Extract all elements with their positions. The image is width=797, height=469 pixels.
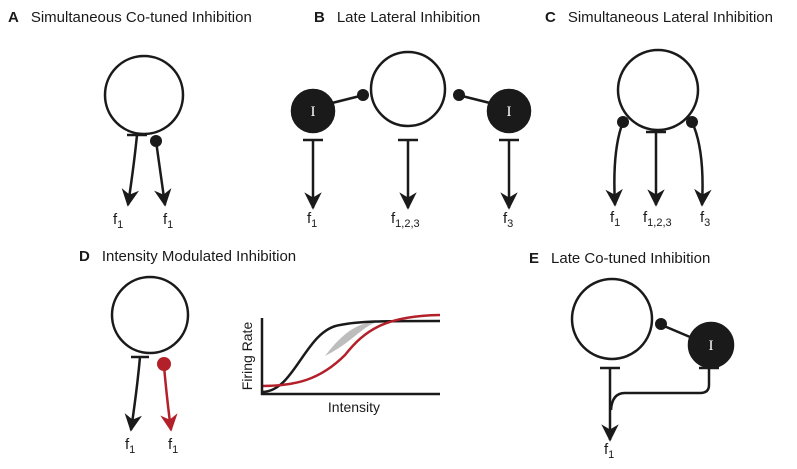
panel-b-title: B Late Lateral Inhibition — [314, 9, 480, 26]
panel-b-synapse-right — [453, 89, 465, 101]
panel-d-diagram — [110, 275, 190, 432]
panel-d-title: D Intensity Modulated Inhibition — [79, 248, 296, 265]
panel-c-letter: C — [545, 9, 556, 26]
panel-c-lateral-fiber-right — [690, 121, 712, 207]
panel-e-branch-fiber — [609, 368, 711, 411]
panel-a-input-1: f1 — [113, 211, 123, 231]
panel-b-interneuron-right — [486, 88, 532, 134]
panel-b-letter: B — [314, 9, 325, 26]
panel-a-inhibitory-fiber — [154, 140, 172, 207]
plot-curve-red — [261, 313, 441, 388]
panel-b-connection-right — [461, 94, 491, 105]
panel-e-synapse — [655, 318, 667, 330]
panel-b-input-2: f1,2,3 — [391, 210, 420, 230]
panel-d-input-1: f1 — [125, 436, 135, 456]
panel-e-title: E Late Co-tuned Inhibition — [529, 250, 710, 267]
panel-a-inhibitory-synapse — [150, 135, 162, 147]
panel-a-excitatory-fiber — [121, 134, 139, 207]
panel-b-input-1: f1 — [307, 210, 317, 230]
panel-b-interneuron-right-label: I — [507, 104, 512, 120]
panel-a-neuron — [103, 54, 185, 136]
panel-e-neuron — [570, 277, 654, 361]
plot-shaded-region — [325, 321, 385, 356]
panel-d-inhibitory-fiber — [160, 365, 178, 432]
panel-d-excitatory-fiber — [124, 356, 142, 432]
plot-xlabel: Intensity — [328, 399, 380, 415]
panel-d-letter: D — [79, 248, 90, 265]
panel-b-title-text: Late Lateral Inhibition — [336, 9, 481, 26]
panel-e-interneuron-label: I — [709, 338, 714, 354]
panel-a-diagram — [103, 54, 185, 207]
panel-e-diagram — [570, 277, 735, 442]
panel-d-title-text: Intensity Modulated Inhibition — [101, 248, 297, 265]
panel-d-input-2: f1 — [168, 436, 178, 456]
panel-b-diagram — [290, 50, 532, 210]
panel-d-neuron — [110, 275, 190, 355]
panel-a-letter: A — [8, 9, 19, 26]
panel-e-input-1: f1 — [604, 441, 614, 461]
panel-c-diagram — [605, 48, 712, 207]
panel-b-synapse-left — [357, 89, 369, 101]
panel-c-title: C Simultaneous Lateral Inhibition — [545, 9, 773, 26]
panel-e-title-text: Late Co-tuned Inhibition — [551, 250, 711, 267]
panel-b-input-3: f3 — [503, 210, 513, 230]
panel-c-lateral-fiber-left — [605, 121, 625, 207]
panel-c-title-text: Simultaneous Lateral Inhibition — [567, 9, 773, 26]
panel-d-inhibitory-synapse — [157, 357, 171, 371]
panel-a-title-text: Simultaneous Co-tuned Inhibition — [30, 9, 252, 26]
panel-b-interneuron-left — [290, 88, 336, 134]
panel-d-plot: Firing Rate Intensity — [239, 313, 441, 415]
panel-e-connection — [663, 324, 691, 339]
panel-c-neuron — [616, 48, 700, 132]
panel-c-input-1: f1 — [610, 209, 620, 229]
panel-c-input-3: f3 — [700, 209, 710, 229]
panel-e-letter: E — [529, 250, 540, 267]
panel-b-interneuron-left-label: I — [311, 104, 316, 120]
panel-a-title: A Simultaneous Co-tuned Inhibition — [8, 9, 252, 26]
plot-ylabel: Firing Rate — [239, 322, 255, 391]
panel-b-connection-left — [331, 94, 361, 105]
panel-a-input-2: f1 — [163, 211, 173, 231]
panel-c-input-2: f1,2,3 — [643, 209, 672, 229]
panel-b-neuron — [369, 50, 447, 128]
